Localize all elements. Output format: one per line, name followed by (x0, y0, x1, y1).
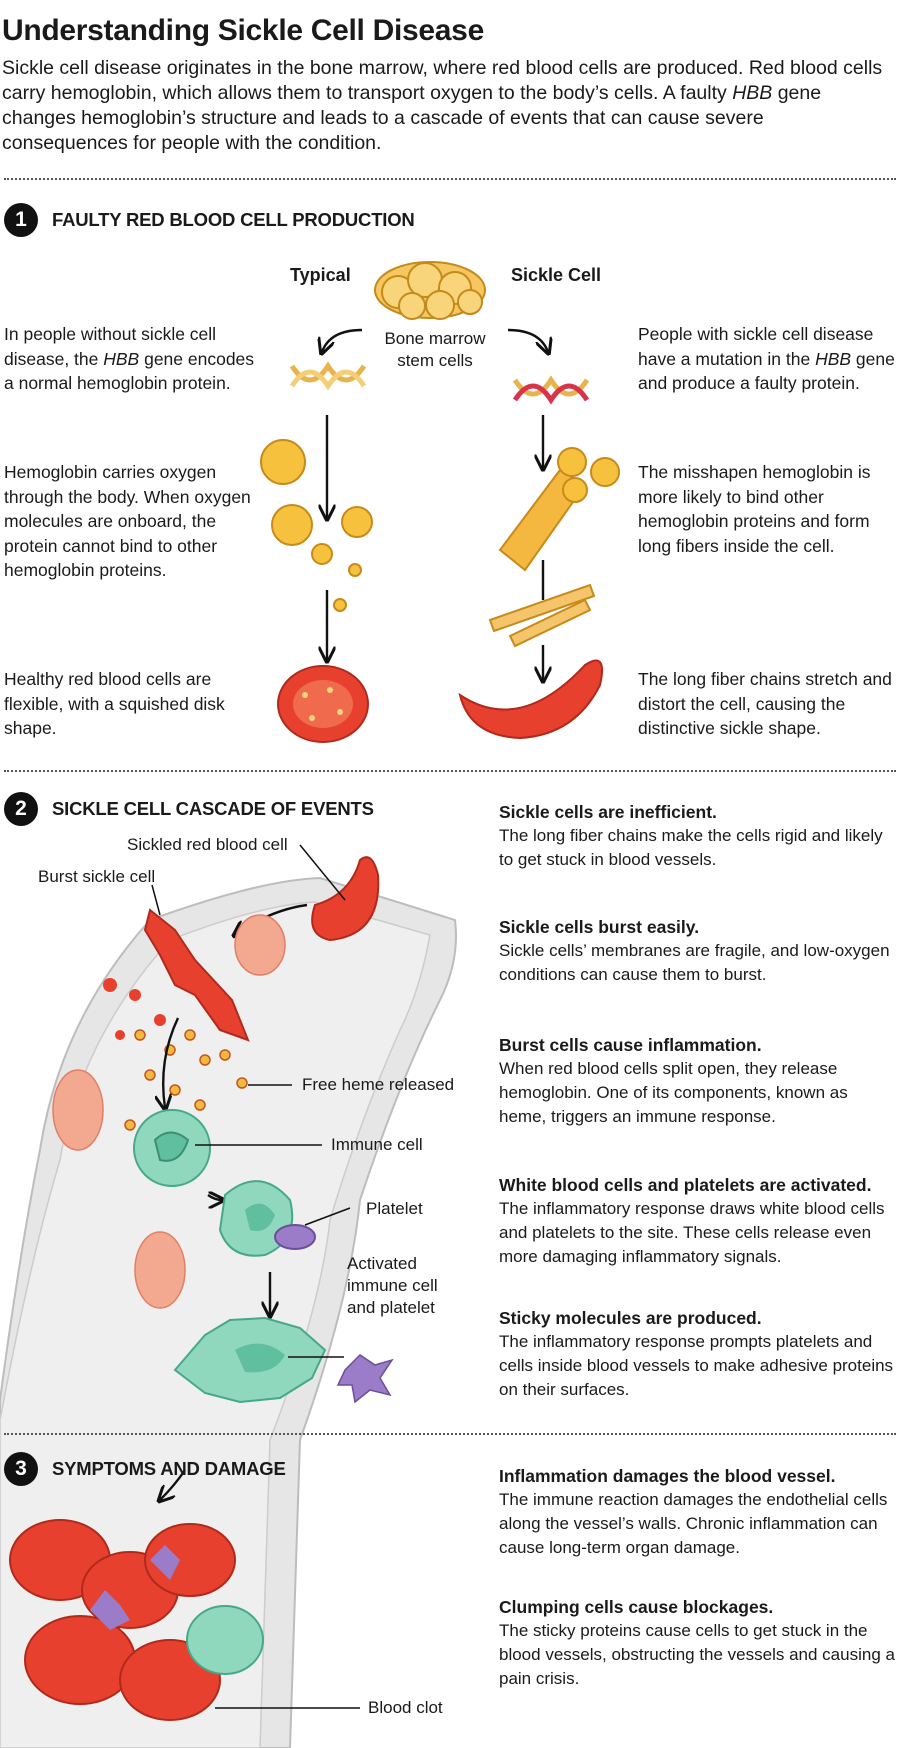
damage-step-1-heading: Inflammation damages the blood vessel. (499, 1466, 836, 1486)
bone-marrow-label: Bone marrow stem cells (370, 328, 500, 372)
section-3-number: 3 (4, 1452, 38, 1486)
blood-clot-icon (9, 1519, 264, 1721)
cascade-step-2: Sickle cells burst easily. Sickle cells’… (499, 915, 899, 987)
cascade-step-1-body: The long fiber chains make the cells rig… (499, 826, 883, 869)
cascade-step-4-heading: White blood cells and platelets are acti… (499, 1175, 872, 1195)
sickle-red-blood-cell-icon (458, 659, 604, 740)
healthy-red-blood-cell-icon (277, 665, 369, 743)
typical-text-3: Healthy red blood cells are flexible, wi… (4, 669, 225, 738)
activated-platelet-icon (336, 1354, 394, 1404)
bone-marrow-label-line2: stem cells (397, 351, 473, 370)
label-sickled-cell: Sickled red blood cell (127, 835, 288, 854)
section-2-number: 2 (4, 792, 38, 826)
burst-sickle-cell-icon (103, 908, 250, 1042)
damage-step-2-heading: Clumping cells cause blockages. (499, 1597, 774, 1617)
arrow-to-sickle (507, 328, 548, 352)
cascade-step-4: White blood cells and platelets are acti… (499, 1173, 899, 1269)
label-activated: Activated immune cell and platelet (347, 1253, 438, 1319)
bone-marrow-cells (374, 261, 486, 320)
hemoglobin-fibers-icon (488, 447, 620, 648)
cascade-step-3-heading: Burst cells cause inflammation. (499, 1035, 762, 1055)
blood-vessel-icon (0, 876, 457, 1748)
intro-text-2: gene changes hemoglobin’s structure and … (2, 82, 822, 154)
faded-red-cells-icon (52, 914, 286, 1309)
label-burst-cell: Burst sickle cell (38, 867, 156, 886)
cascade-step-5-body: The inflammatory response prompts platel… (499, 1332, 894, 1399)
label-free-heme: Free heme released (302, 1075, 455, 1094)
sickle-text-1-a: People with sickle cell disease have a m… (638, 324, 874, 369)
section-1-title: FAULTY RED BLOOD CELL PRODUCTION (52, 209, 415, 230)
label-activated-line1: Activated (347, 1254, 417, 1273)
sickle-text-3: The long fiber chains stretch and distor… (638, 669, 892, 738)
cascade-step-3: Burst cells cause inflammation. When red… (499, 1033, 899, 1129)
mutated-gene-dna-icon (512, 375, 590, 405)
intro-gene-name: HBB (732, 82, 773, 104)
typical-gene-dna-icon (289, 361, 367, 391)
cascade-step-1: Sickle cells are inefficient. The long f… (499, 800, 899, 872)
typical-text-1-a: In people without sickle cell disease, t… (4, 324, 217, 369)
section-1-number: 1 (4, 203, 38, 237)
intro-paragraph: Sickle cell disease originates in the bo… (2, 56, 892, 156)
cascade-step-1-heading: Sickle cells are inefficient. (499, 802, 717, 822)
sickle-text-1: People with sickle cell disease have a m… (638, 322, 898, 396)
arrow-immune-to-active (207, 1195, 222, 1200)
damage-step-2: Clumping cells cause blockages. The stic… (499, 1595, 899, 1691)
arrow-to-clot (160, 1469, 186, 1500)
typical-text-1-b: gene encodes a normal hemoglobin protein… (4, 348, 255, 394)
column-typical: Typical (290, 265, 351, 285)
free-heme-icon (124, 1029, 248, 1131)
typical-text-2: Hemoglobin carries oxygen through the bo… (4, 462, 251, 580)
cascade-step-2-heading: Sickle cells burst easily. (499, 917, 700, 937)
typical-text-1: In people without sickle cell disease, t… (4, 322, 264, 396)
typical-gene-name: HBB (103, 348, 140, 369)
cascade-step-2-body: Sickle cells’ membranes are fragile, and… (499, 941, 890, 984)
damage-step-1-body: The immune reaction damages the endothel… (499, 1490, 888, 1557)
column-sickle-cell: Sickle Cell (511, 265, 602, 285)
bone-marrow-label-line1: Bone marrow (384, 329, 486, 348)
leader-platelet (304, 1207, 351, 1226)
section-3-title: SYMPTOMS AND DAMAGE (52, 1458, 286, 1479)
section-2-title: SICKLE CELL CASCADE OF EVENTS (52, 798, 374, 819)
label-immune-cell: Immune cell (331, 1135, 423, 1154)
arrow-to-typical (322, 328, 363, 352)
arrow-burst-to-immune (163, 1017, 180, 1108)
cascade-step-5-heading: Sticky molecules are produced. (499, 1308, 762, 1328)
platelet-icon (274, 1224, 316, 1250)
sickled-red-blood-cell-icon (311, 856, 380, 942)
divider-2 (4, 770, 896, 772)
label-activated-line3: and platelet (347, 1298, 435, 1317)
leader-burst (151, 884, 161, 916)
intro-text-1: Sickle cell disease originates in the bo… (2, 57, 883, 104)
divider-3 (4, 1433, 896, 1435)
cascade-step-4-body: The inflammatory response draws white bl… (499, 1199, 885, 1266)
sickle-text-1-b: gene and produce a faulty protein. (638, 348, 895, 394)
leader-sickled (299, 844, 346, 901)
divider-1 (4, 178, 896, 180)
damage-step-1: Inflammation damages the blood vessel. T… (499, 1464, 899, 1560)
sickle-text-2: The misshapen hemoglobin is more likely … (638, 462, 871, 556)
cascade-step-3-body: When red blood cells split open, they re… (499, 1059, 848, 1126)
page-title: Understanding Sickle Cell Disease (2, 14, 484, 47)
hemoglobin-proteins-icon (260, 439, 373, 612)
damage-step-2-body: The sticky proteins cause cells to get s… (499, 1621, 895, 1688)
sickle-gene-name: HBB (815, 348, 852, 369)
label-blood-clot: Blood clot (368, 1698, 443, 1717)
activated-immune-cell-icon (173, 1316, 327, 1404)
cascade-step-5: Sticky molecules are produced. The infla… (499, 1306, 899, 1402)
label-platelet: Platelet (366, 1199, 423, 1218)
label-activated-line2: immune cell (347, 1276, 438, 1295)
immune-cell-icon (133, 1109, 211, 1187)
